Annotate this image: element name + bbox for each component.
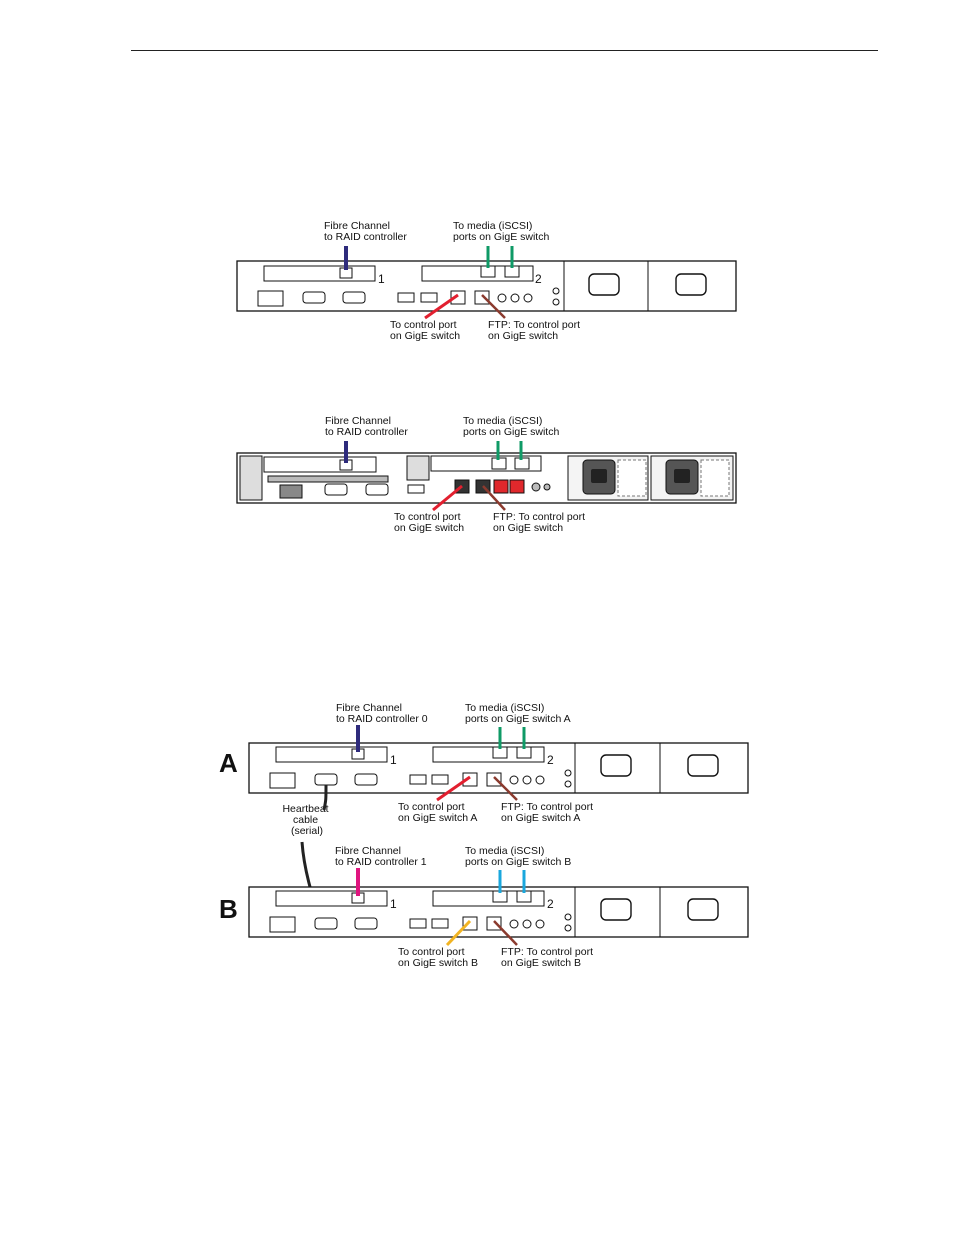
server-b-slot-1: 1 [390, 897, 397, 911]
server-b-media-label: To media (iSCSI) ports on GigE switch B [465, 845, 571, 868]
server-b-letter: B [219, 894, 238, 924]
server-1-ftp-cable [481, 294, 506, 319]
server-2-ftp-cable [482, 485, 506, 511]
heartbeat-label: Heartbeat cable (serial) [282, 803, 331, 837]
server-a-slot-1: 1 [390, 753, 397, 767]
server-1-control-label: To control port on GigE switch [390, 319, 460, 342]
server-1-slot-1: 1 [378, 272, 385, 286]
server-1-fibre-label: Fibre Channel to RAID controller [324, 220, 407, 243]
server-a-control-cable [436, 775, 471, 802]
server-1-ftp-label: FTP: To control port on GigE switch [488, 319, 583, 342]
server-2-control-label: To control port on GigE switch [394, 511, 464, 534]
server-b-ftp-label: FTP: To control port on GigE switch B [501, 946, 596, 969]
header-rule [131, 50, 878, 51]
server-1-slot-2: 2 [535, 272, 542, 286]
server-b-fibre-label: Fibre Channel to RAID controller 1 [335, 845, 427, 868]
server-b-control-label: To control port on GigE switch B [398, 946, 478, 969]
server-a-ftp-label: FTP: To control port on GigE switch A [501, 801, 596, 824]
server-a-chassis [248, 742, 749, 794]
server-a-slot-2: 2 [547, 753, 554, 767]
server-2-fibre-label: Fibre Channel to RAID controller [325, 415, 408, 438]
server-a-control-label: To control port on GigE switch A [398, 801, 477, 824]
server-2-media-label: To media (iSCSI) ports on GigE switch [463, 415, 559, 438]
server-2-ftp-label: FTP: To control port on GigE switch [493, 511, 588, 534]
server-a-media-label: To media (iSCSI) ports on GigE switch A [465, 702, 571, 725]
server-a-letter: A [219, 748, 238, 778]
server-1-media-label: To media (iSCSI) ports on GigE switch [453, 220, 549, 243]
server-b-chassis [248, 886, 749, 938]
server-b-control-cable [445, 919, 472, 947]
server-1-chassis [236, 260, 737, 312]
server-2-chassis [236, 452, 737, 504]
server-a-fibre-label: Fibre Channel to RAID controller 0 [336, 702, 428, 725]
server-b-ftp-cable [493, 920, 518, 946]
server-1-control-cable [424, 293, 459, 320]
server-b-slot-2: 2 [547, 897, 554, 911]
server-2-control-cable [432, 484, 463, 512]
server-a-ftp-cable [493, 776, 518, 801]
